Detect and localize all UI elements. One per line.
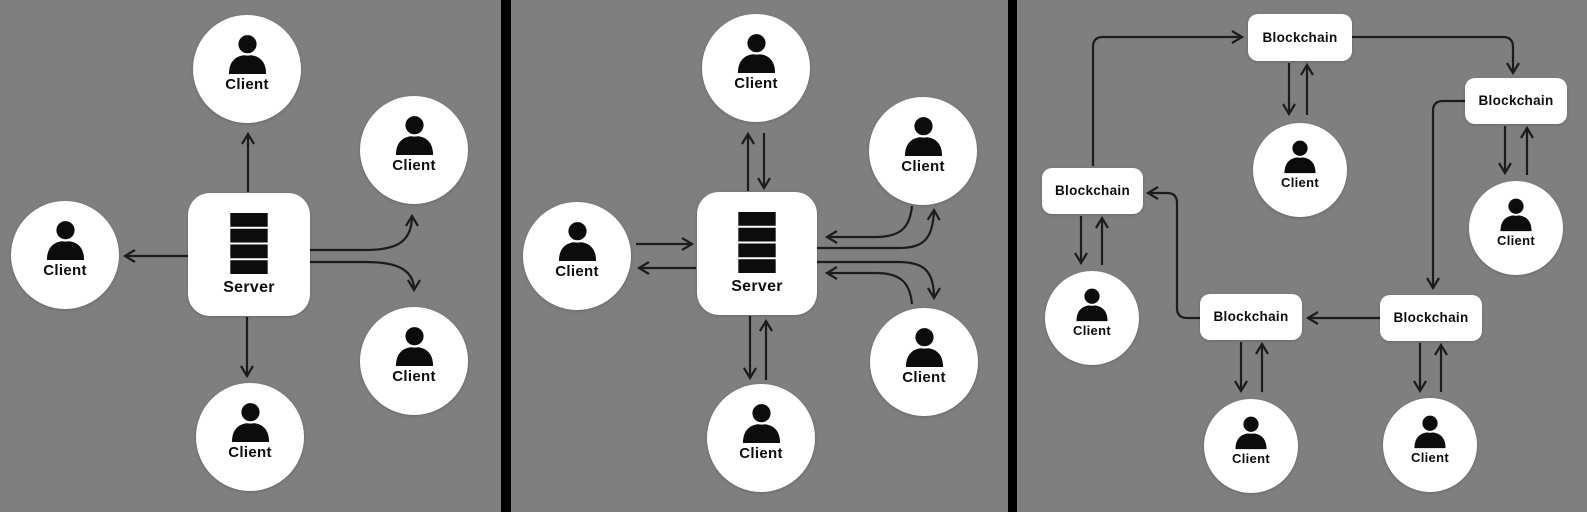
- person-icon: [1231, 414, 1271, 450]
- client-node: Client: [1469, 181, 1563, 275]
- client-node: Client: [1204, 399, 1298, 493]
- client-node: Client: [360, 96, 468, 204]
- client-label: Client: [1232, 451, 1270, 466]
- p1-arrow-server-to-bottomright-client: [310, 260, 421, 293]
- blockchain-label: Blockchain: [1478, 93, 1554, 109]
- client-node: Client: [1383, 398, 1477, 492]
- person-icon: [391, 113, 438, 156]
- panel-divider: [501, 0, 511, 512]
- blockchain-label: Blockchain: [1213, 309, 1289, 325]
- client-label: Client: [739, 445, 783, 462]
- server-label: Server: [223, 279, 275, 296]
- client-label: Client: [901, 158, 945, 175]
- p2-arrow-server-to-bottomright-client: [817, 260, 941, 301]
- person-icon: [554, 219, 601, 262]
- client-node: Client: [707, 384, 815, 492]
- client-node: Client: [702, 14, 810, 122]
- person-icon: [733, 31, 780, 74]
- blockchain-node: Blockchain: [1200, 294, 1302, 340]
- person-icon: [900, 114, 947, 157]
- person-icon: [738, 401, 785, 444]
- p1-arrow-server-to-topright-client: [310, 213, 419, 252]
- p3-ring-top-to-right: [1352, 35, 1520, 76]
- server-node: Server: [697, 192, 817, 315]
- person-icon: [391, 324, 438, 367]
- person-icon: [42, 218, 89, 261]
- person-icon: [901, 325, 948, 368]
- client-label: Client: [1073, 323, 1111, 338]
- p2-arrow-bottomright-client-to-server: [824, 266, 914, 305]
- client-node: Client: [870, 308, 978, 416]
- client-node: Client: [1045, 271, 1139, 365]
- person-icon: [1280, 138, 1320, 174]
- blockchain-label: Blockchain: [1262, 29, 1338, 45]
- client-node: Client: [360, 307, 468, 415]
- client-label: Client: [902, 369, 946, 386]
- client-label: Client: [392, 368, 436, 385]
- client-label: Client: [1497, 233, 1535, 248]
- panel-divider: [1008, 0, 1017, 512]
- p2-arrow-topright-client-to-server: [824, 205, 914, 244]
- p3-ring-bottomcenter-to-left: [1145, 186, 1200, 320]
- blockchain-node: Blockchain: [1465, 78, 1567, 124]
- blockchain-label: Blockchain: [1393, 310, 1469, 326]
- client-label: Client: [1281, 175, 1319, 190]
- server-stack-icon: [230, 213, 268, 274]
- client-node: Client: [11, 201, 119, 309]
- blockchain-node: Blockchain: [1042, 168, 1143, 214]
- client-label: Client: [43, 262, 87, 279]
- person-icon: [1496, 196, 1536, 232]
- client-node: Client: [1253, 123, 1347, 217]
- client-node: Client: [196, 383, 304, 491]
- client-node: Client: [523, 202, 631, 310]
- blockchain-node: Blockchain: [1248, 14, 1352, 61]
- blockchain-label: Blockchain: [1054, 183, 1131, 199]
- client-label: Client: [225, 76, 269, 93]
- client-node: Client: [193, 15, 301, 123]
- blockchain-node: Blockchain: [1380, 295, 1482, 341]
- server-label: Server: [731, 278, 783, 295]
- client-label: Client: [734, 75, 778, 92]
- person-icon: [1072, 286, 1112, 322]
- client-node: Client: [869, 97, 977, 205]
- server-node: Server: [188, 193, 310, 316]
- person-icon: [1410, 413, 1450, 449]
- person-icon: [224, 32, 271, 75]
- server-stack-icon: [738, 212, 776, 273]
- person-icon: [227, 400, 274, 443]
- p3-ring-right-to-bottomright: [1426, 99, 1465, 291]
- client-label: Client: [1411, 450, 1449, 465]
- client-label: Client: [392, 157, 436, 174]
- p3-ring-left-to-top: [1091, 30, 1245, 166]
- client-label: Client: [228, 444, 272, 461]
- client-label: Client: [555, 263, 599, 280]
- p2-arrow-server-to-topright-client: [817, 207, 941, 250]
